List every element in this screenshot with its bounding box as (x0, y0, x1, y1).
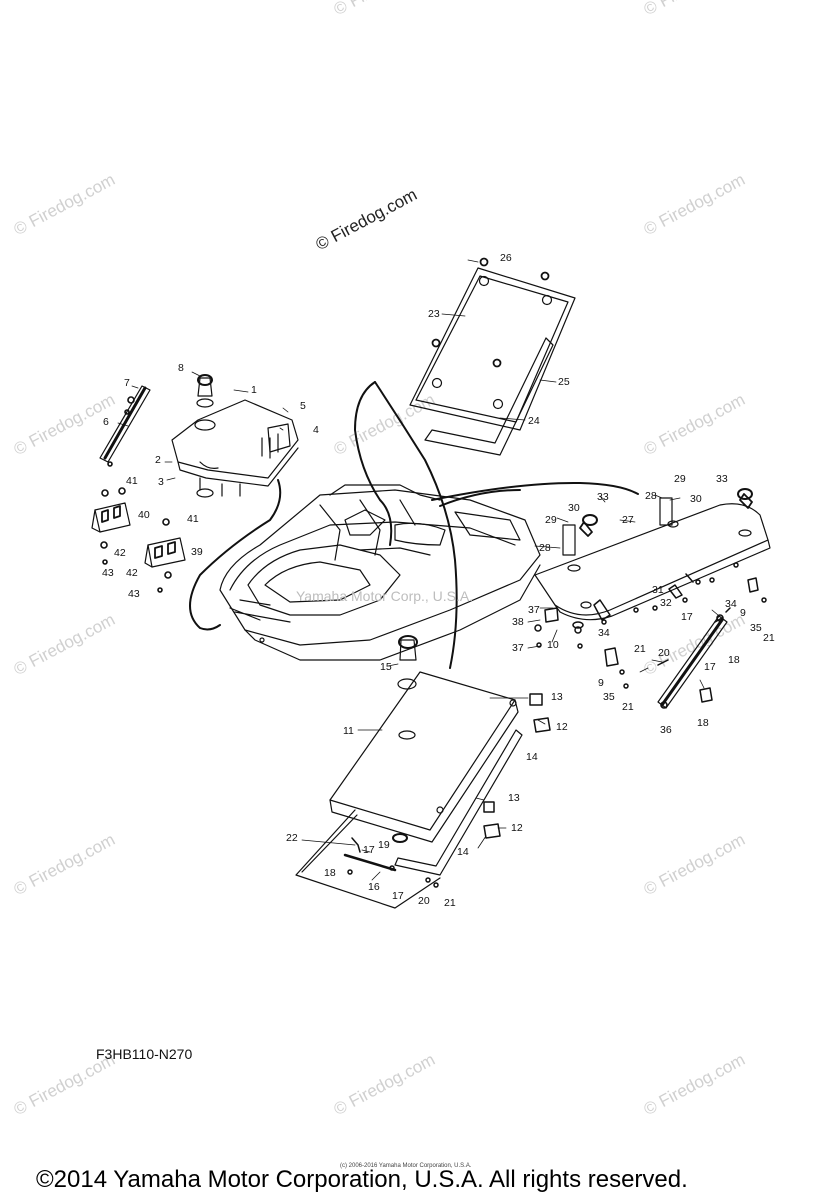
callout-labels: 26 23 25 24 8 1 5 4 7 6 2 3 41 40 41 42 … (102, 252, 775, 909)
callout-42: 42 (126, 567, 138, 579)
callout-32: 32 (660, 597, 672, 609)
callout-23: 23 (428, 308, 440, 320)
callout-14: 14 (526, 751, 538, 763)
callout-21: 21 (622, 701, 634, 713)
callout-17: 17 (363, 844, 375, 856)
callout-34: 34 (725, 598, 737, 610)
callout-18: 18 (697, 717, 709, 729)
callout-43: 43 (102, 567, 114, 579)
callout-8: 8 (178, 362, 184, 374)
copyright-footer: ©2014 Yamaha Motor Corporation, U.S.A. A… (36, 1166, 688, 1193)
callout-13: 13 (551, 691, 563, 703)
wiring-cables (189, 381, 639, 669)
callout-17: 17 (704, 661, 716, 673)
callout-3: 3 (158, 476, 164, 488)
callout-30: 30 (690, 493, 702, 505)
callout-9: 9 (740, 607, 746, 619)
damper-rod (99, 385, 151, 463)
callout-19: 19 (378, 839, 390, 851)
callout-4: 4 (313, 424, 319, 436)
callout-26: 26 (500, 252, 512, 264)
switch-box-upper (91, 502, 131, 533)
callout-33: 33 (597, 491, 609, 503)
callout-7: 7 (124, 377, 130, 389)
callout-39: 39 (191, 546, 203, 558)
callout-11: 11 (343, 725, 354, 737)
callout-21: 21 (763, 632, 775, 644)
callout-15: 15 (380, 661, 392, 673)
callout-21: 21 (444, 897, 456, 909)
callout-21: 21 (634, 643, 646, 655)
callout-10: 10 (547, 639, 559, 651)
small-fasteners-left (100, 409, 172, 593)
latch-hardware-lower (343, 693, 551, 888)
leader-lines (117, 259, 719, 881)
callout-6: 6 (103, 416, 109, 428)
callout-24: 24 (528, 415, 540, 427)
callout-37: 37 (528, 604, 540, 616)
callout-17: 17 (681, 611, 693, 623)
callout-18: 18 (728, 654, 740, 666)
callout-1: 1 (251, 384, 257, 396)
callout-20: 20 (418, 895, 430, 907)
callout-9: 9 (598, 677, 604, 689)
callout-14: 14 (457, 846, 469, 858)
callout-12: 12 (511, 822, 523, 834)
callout-5: 5 (300, 400, 306, 412)
callout-38: 38 (512, 616, 524, 628)
storage-lid-left (171, 374, 299, 498)
callout-29: 29 (545, 514, 557, 526)
small-copyright: (c) 2006-2016 Yamaha Motor Corporation, … (340, 1163, 472, 1169)
callout-41: 41 (187, 513, 199, 525)
callout-33: 33 (716, 473, 728, 485)
callout-42: 42 (114, 547, 126, 559)
boat-hull (219, 484, 541, 661)
callout-35: 35 (750, 622, 762, 634)
callout-34: 34 (598, 627, 610, 639)
callout-28: 28 (539, 542, 551, 554)
callout-43: 43 (128, 588, 140, 600)
callout-27: 27 (622, 514, 634, 526)
diagram-code: F3HB110-N270 (96, 1046, 193, 1062)
callout-12: 12 (556, 721, 568, 733)
callout-37: 37 (512, 642, 524, 654)
hatch-cover-panel (409, 257, 576, 456)
bench-seat-right (534, 488, 771, 621)
callout-29: 29 (674, 473, 686, 485)
callout-22: 22 (286, 832, 298, 844)
callout-30: 30 (568, 502, 580, 514)
callout-18: 18 (324, 867, 336, 879)
callout-25: 25 (558, 376, 570, 388)
callout-41: 41 (126, 475, 138, 487)
callout-20: 20 (658, 647, 670, 659)
callout-2: 2 (155, 454, 161, 466)
callout-35: 35 (603, 691, 615, 703)
yamaha-faint-watermark: Yamaha Motor Corp., U.S.A. (296, 588, 474, 604)
callout-36: 36 (660, 724, 672, 736)
callout-40: 40 (138, 509, 150, 521)
callout-13: 13 (508, 792, 520, 804)
callout-16: 16 (368, 881, 380, 893)
callout-28: 28 (645, 490, 657, 502)
callout-17: 17 (392, 890, 404, 902)
switch-box-lower (144, 537, 186, 568)
gas-strut (657, 614, 728, 709)
hinge-hardware-right (534, 562, 767, 703)
callout-31: 31 (652, 584, 664, 596)
